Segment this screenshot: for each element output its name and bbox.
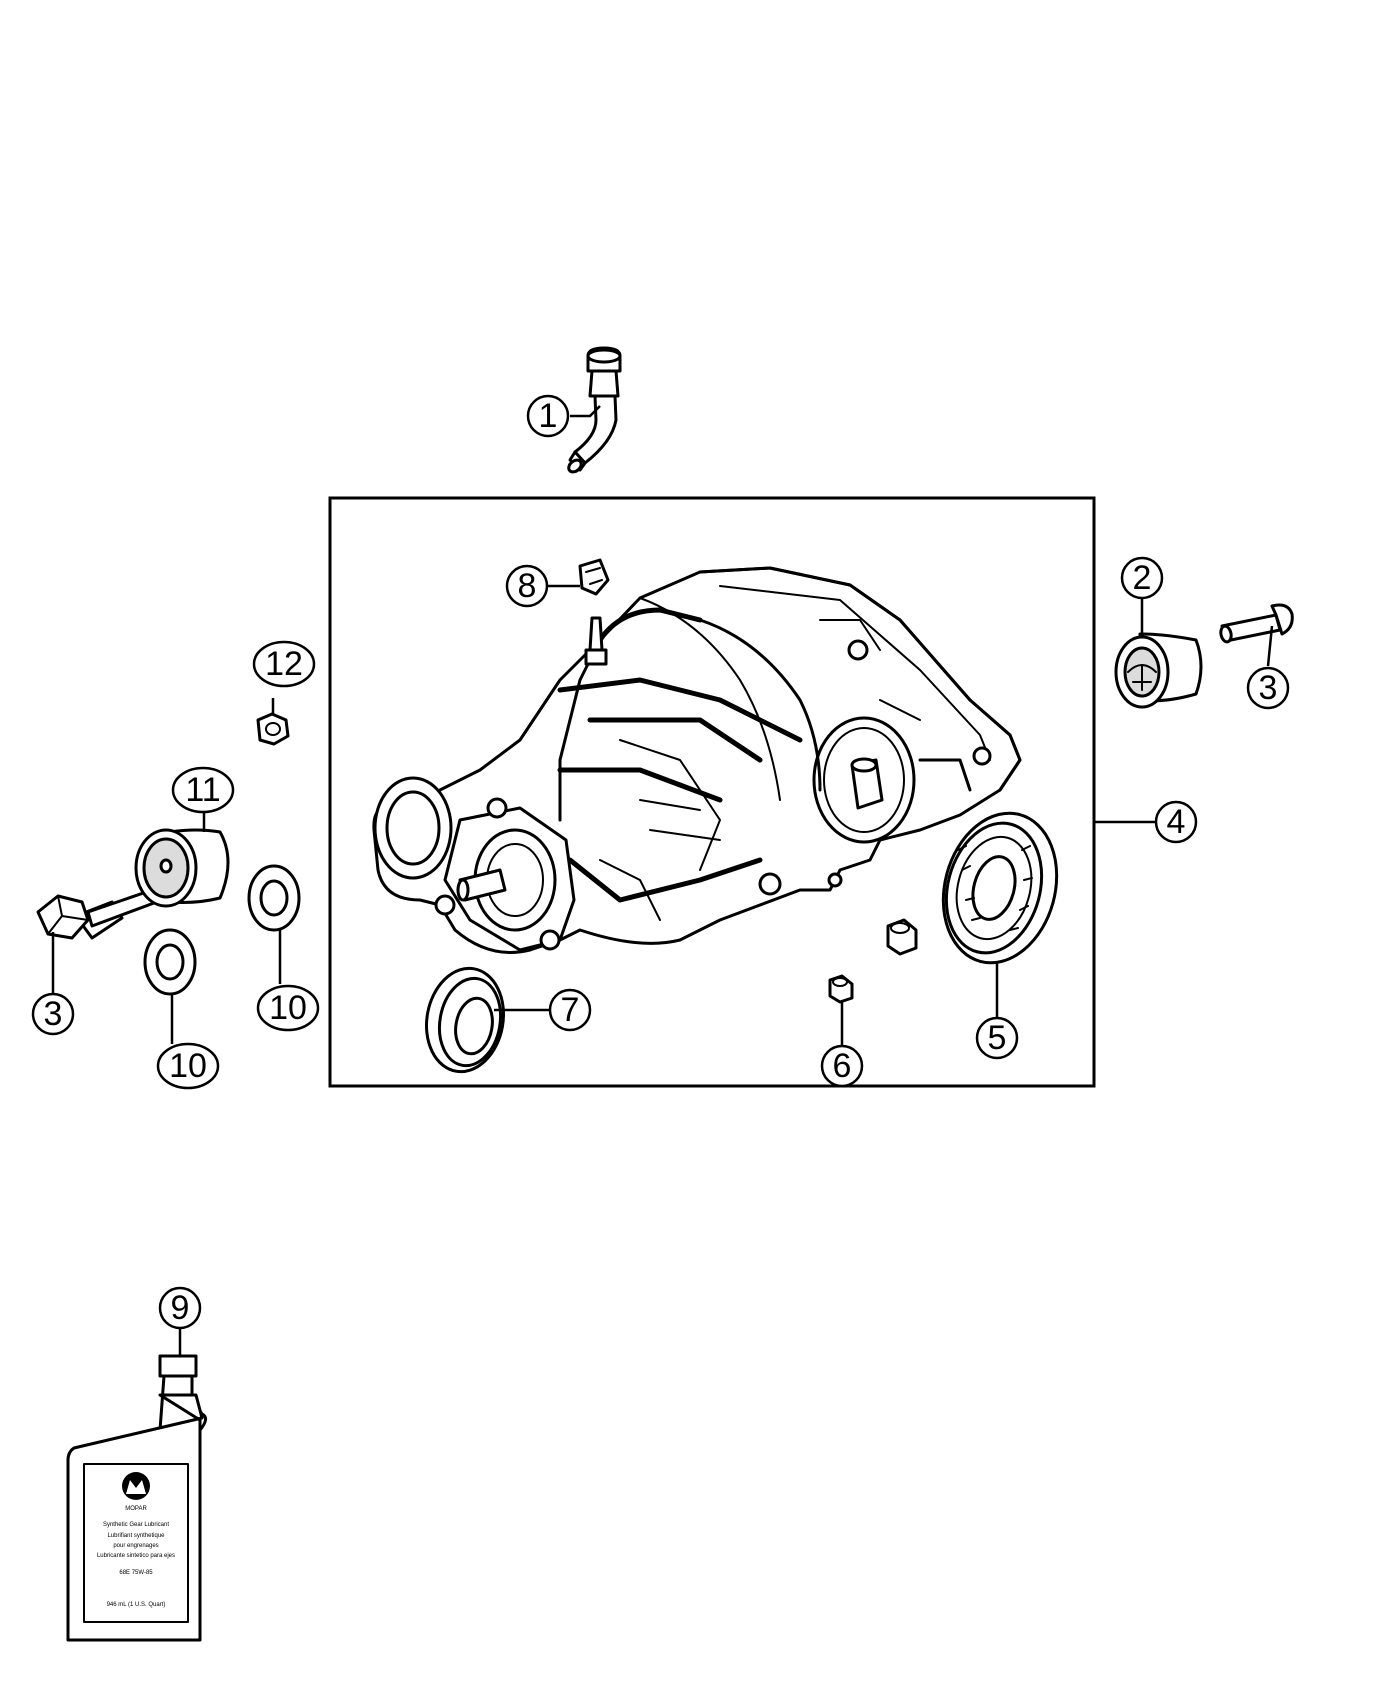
callout-10-lower: 10 <box>156 1042 220 1090</box>
callout-5: 5 <box>975 1016 1019 1060</box>
svg-text:1: 1 <box>539 397 558 435</box>
plug-large-part <box>886 918 918 956</box>
callout-7: 7 <box>548 988 592 1032</box>
svg-text:3: 3 <box>44 995 63 1033</box>
svg-text:7: 7 <box>561 991 580 1029</box>
differential-housing-part <box>372 566 1022 954</box>
svg-text:9: 9 <box>171 1289 190 1327</box>
bottle-line-2: Lubrifiant synthetique <box>107 1533 165 1539</box>
bottle-part-number: 68E 75W-85 <box>119 1570 153 1576</box>
svg-text:6: 6 <box>833 1047 852 1085</box>
bottle-line-3: pour engrenages <box>113 1543 158 1549</box>
assembly-box <box>328 496 1096 1088</box>
plug-small-part <box>828 974 854 1004</box>
nut-part <box>256 712 290 746</box>
leader-lines <box>51 405 1274 1356</box>
callout-11: 11 <box>171 766 235 814</box>
callout-9: 9 <box>158 1286 202 1330</box>
svg-text:2: 2 <box>1133 559 1152 597</box>
mopar-logo-icon <box>122 1472 150 1500</box>
washer-upper-part <box>247 864 301 932</box>
bolt-right-part <box>1219 603 1294 644</box>
svg-text:11: 11 <box>185 771 220 809</box>
callout-3-right: 3 <box>1246 666 1290 710</box>
callout-10-upper: 10 <box>256 984 320 1032</box>
bolt-left-part <box>36 886 164 940</box>
lubricant-bottle-part: MOPAR Synthetic Gear Lubricant Lubrifian… <box>66 1354 207 1642</box>
vent-hose-part <box>567 346 622 474</box>
callout-4: 4 <box>1154 800 1198 844</box>
callout-12: 12 <box>252 640 316 688</box>
bottle-line-1: Synthetic Gear Lubricant <box>103 1522 169 1528</box>
bottle-brand: MOPAR <box>125 1506 147 1512</box>
svg-text:3: 3 <box>1259 669 1278 707</box>
bottle-line-4: Lubricante sintetico para ejes <box>97 1553 175 1559</box>
axle-seal-part <box>941 811 1059 965</box>
bushing-left-part <box>134 828 230 908</box>
svg-text:10: 10 <box>169 1047 207 1085</box>
callout-6: 6 <box>820 1044 864 1088</box>
svg-text:10: 10 <box>269 989 307 1027</box>
clip-part <box>578 558 610 596</box>
washer-lower-part <box>143 928 197 996</box>
bottle-volume: 946 mL (1 U.S. Quart) <box>107 1602 166 1608</box>
svg-text:5: 5 <box>988 1019 1007 1057</box>
svg-text:4: 4 <box>1167 803 1186 841</box>
callout-8: 8 <box>505 564 549 608</box>
callout-2: 2 <box>1120 556 1164 600</box>
bushing-part <box>1114 632 1203 709</box>
callout-3-left: 3 <box>31 992 75 1036</box>
pinion-seal-part <box>425 966 505 1074</box>
svg-text:8: 8 <box>518 567 537 605</box>
callout-1: 1 <box>526 394 570 438</box>
svg-text:12: 12 <box>265 645 303 683</box>
